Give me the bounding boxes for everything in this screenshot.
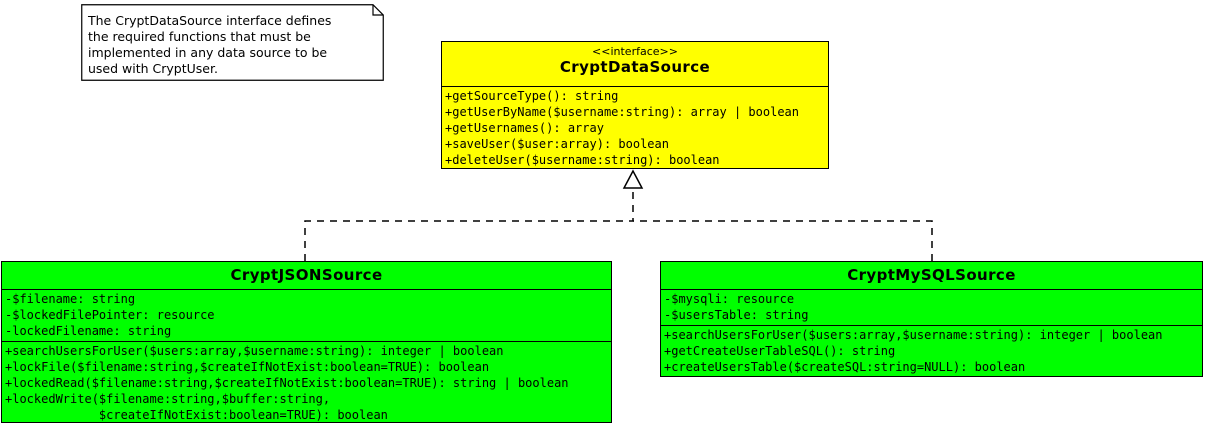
attribute: -$filename: string: [5, 292, 136, 306]
operation: +deleteUser($username:string): boolean: [445, 153, 720, 167]
class-name: CryptMySQLSource: [847, 266, 1016, 284]
operation: +lockFile($filename:string,$createIfNotE…: [5, 360, 490, 374]
attribute: -$usersTable: string: [664, 308, 809, 322]
class-crypt-mysql-source[interactable]: CryptMySQLSource -$mysqli: resource -$us…: [660, 261, 1203, 377]
operations-compartment: +searchUsersForUser($users:array,$userna…: [661, 326, 1202, 377]
operation: +getUsernames(): array: [445, 121, 604, 135]
class-header: CryptJSONSource: [2, 262, 611, 290]
stereotype-label: <<interface>>: [592, 45, 678, 58]
note-line: used with CryptUser.: [88, 61, 218, 76]
operation: +lockedWrite($filename:string,$buffer:st…: [5, 392, 331, 406]
realization-arrowhead: [622, 169, 644, 189]
note-line: The CryptDataSource interface defines: [88, 13, 332, 28]
realization-line-mysql: [633, 220, 933, 261]
attribute: -$lockedFilePointer: resource: [5, 308, 215, 322]
class-name: CryptDataSource: [559, 58, 711, 76]
operations-compartment: +getSourceType(): string +getUserByName(…: [442, 87, 828, 170]
class-header: <<interface>> CryptDataSource: [442, 42, 828, 87]
attributes-compartment: -$mysqli: resource -$usersTable: string: [661, 290, 1202, 326]
note-line: implemented in any data source to be: [88, 45, 328, 60]
operation: +getUserByName($username:string): array …: [445, 105, 800, 119]
class-header: CryptMySQLSource: [661, 262, 1202, 290]
operations-compartment: +searchUsersForUser($users:array,$userna…: [2, 342, 611, 425]
interface-crypt-data-source[interactable]: <<interface>> CryptDataSource +getSource…: [441, 41, 829, 169]
operation: $createIfNotExist:boolean=TRUE): boolean: [5, 408, 388, 422]
attribute: -lockedFilename: string: [5, 324, 172, 338]
class-crypt-json-source[interactable]: CryptJSONSource -$filename: string -$loc…: [1, 261, 612, 423]
note: The CryptDataSource interface defines th…: [81, 4, 384, 81]
realization-line-json: [304, 188, 634, 261]
operation: +saveUser($user:array): boolean: [445, 137, 669, 151]
class-name: CryptJSONSource: [230, 266, 383, 284]
operation: +getSourceType(): string: [445, 89, 619, 103]
note-text: The CryptDataSource interface defines th…: [88, 13, 380, 77]
attributes-compartment: -$filename: string -$lockedFilePointer: …: [2, 290, 611, 342]
operation: +searchUsersForUser($users:array,$userna…: [664, 328, 1163, 342]
note-line: the required functions that must be: [88, 29, 311, 44]
operation: +createUsersTable($createSQL:string=NULL…: [664, 360, 1026, 374]
operation: +lockedRead($filename:string,$createIfNo…: [5, 376, 569, 390]
operation: +getCreateUserTableSQL(): string: [664, 344, 896, 358]
operation: +searchUsersForUser($users:array,$userna…: [5, 344, 504, 358]
attribute: -$mysqli: resource: [664, 292, 795, 306]
note-shape: [81, 4, 384, 81]
